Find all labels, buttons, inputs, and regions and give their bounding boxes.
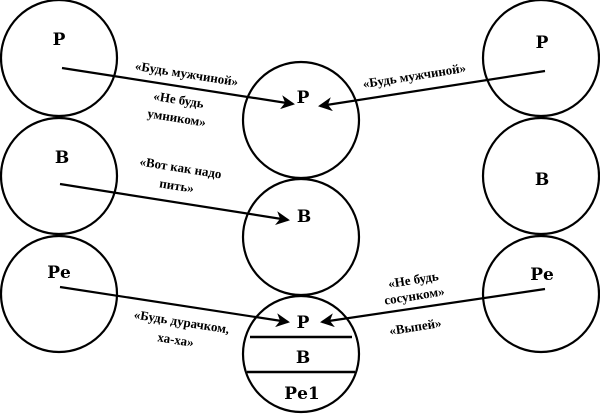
- message-label: «Будь мужчиной»: [134, 58, 239, 89]
- node-label: Ре: [47, 263, 71, 283]
- arrow-left-re-to-center-p: [59, 285, 290, 328]
- node-label: В: [535, 170, 549, 190]
- arrow-right-re-to-center-p: [320, 287, 546, 328]
- right-child-node: Ре: [481, 234, 600, 354]
- node-label: Ре: [530, 265, 554, 285]
- left-parent-node: Р: [0, 0, 119, 118]
- message-label: пить»: [158, 175, 195, 195]
- center-combined-node: Р В Ре1: [241, 294, 361, 414]
- arrow-right-p-to-center-p: [318, 69, 546, 112]
- node-label: В: [297, 207, 311, 227]
- node-label: Р: [297, 313, 310, 333]
- node-label: Р: [536, 33, 549, 53]
- node-label: Р: [53, 30, 66, 50]
- arrow-left-b-to-center-b: [59, 182, 290, 226]
- arrow-left-p-to-center-p: [61, 66, 295, 110]
- left-adult-node: В: [0, 116, 119, 236]
- left-child-node: Ре: [0, 234, 119, 354]
- node-label: Р: [297, 88, 310, 108]
- message-label: «Выпей»: [388, 315, 442, 338]
- message-label: ха-ха»: [157, 329, 195, 350]
- center-adult-node: В: [241, 177, 361, 297]
- message-label: «Вот как надо: [139, 154, 223, 182]
- right-adult-node: В: [481, 116, 600, 236]
- center-parent-node: Р: [241, 60, 361, 180]
- node-label: В: [55, 148, 69, 168]
- node-label: В: [296, 348, 310, 368]
- node-label: Ре1: [284, 384, 319, 404]
- right-parent-node: Р: [481, 0, 600, 118]
